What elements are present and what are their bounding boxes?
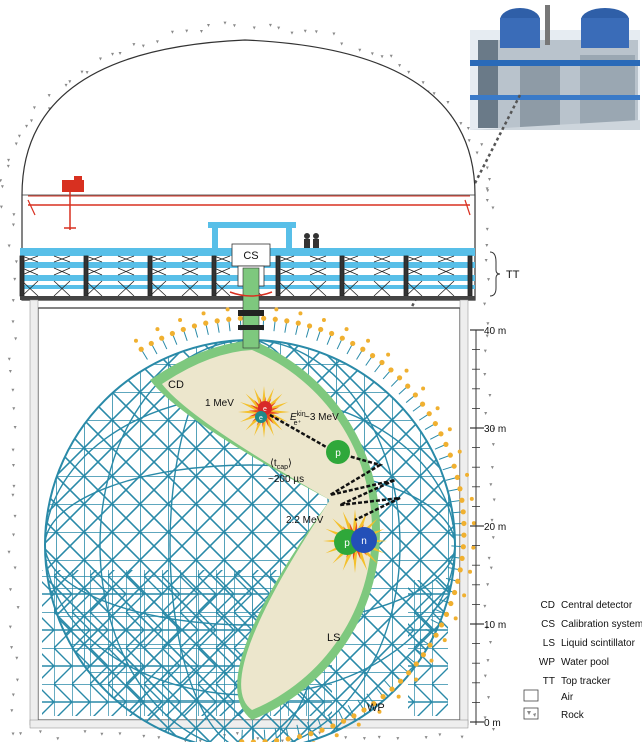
ls-label: LS (327, 632, 340, 644)
legend-abbr: LS (543, 638, 556, 649)
energy-2-2mev: 2.2 MeV (286, 515, 324, 526)
nuclear-plant-icon (470, 5, 640, 130)
legend-abbr: CD (541, 600, 555, 611)
legend-text: Central detector (561, 600, 633, 611)
scale-tick-label: 0 m (484, 718, 501, 729)
scale-tick-label: 10 m (484, 620, 506, 631)
electron-label: e (259, 415, 263, 422)
tt-brace (490, 252, 500, 296)
legend-abbr: CS (541, 619, 555, 630)
energy-1mev: 1 MeV (205, 398, 234, 409)
legend-text: Calibration system (561, 619, 642, 630)
scale-tick-label: 20 m (484, 522, 506, 533)
proton-1-label: p (335, 448, 341, 459)
proton-2-label: p (344, 538, 350, 549)
height-scale: 40 m 30 m 20 m 10 m 0 m (470, 326, 506, 729)
legend-text: Liquid scintillator (561, 638, 636, 649)
neutron-label: n (361, 536, 367, 547)
legend-air: Air (561, 692, 574, 703)
rock-swatch-icon (524, 708, 538, 719)
air-swatch-icon (524, 690, 538, 701)
cs-label: CS (243, 250, 258, 262)
legend-text: Water pool (561, 657, 609, 668)
cd-label: CD (168, 379, 184, 391)
legend-abbr: TT (543, 676, 555, 687)
tt-label: TT (506, 269, 520, 281)
legend-abbr: WP (539, 657, 555, 668)
wp-label: WP (367, 702, 385, 714)
scale-tick-label: 30 m (484, 424, 506, 435)
cavern-dome (22, 40, 475, 195)
legend-rock: Rock (561, 710, 585, 721)
scale-tick-label: 40 m (484, 326, 506, 337)
legend-text: Top tracker (561, 676, 611, 687)
capture-time-value: ~200 µs (268, 474, 304, 485)
